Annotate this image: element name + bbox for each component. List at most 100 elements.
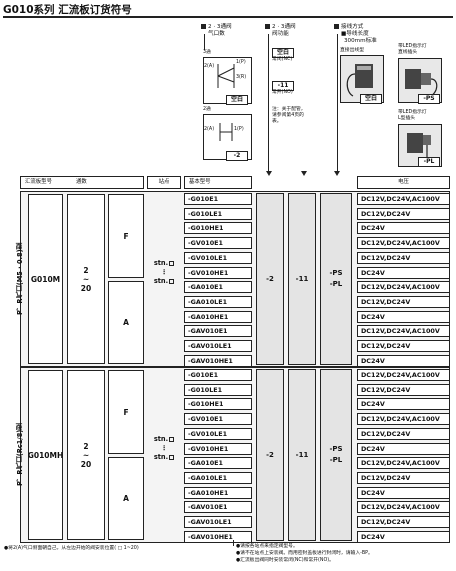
station-count: 2~20 xyxy=(67,370,105,540)
footnote-right-1: ●请按各站点来指定阀型号。 xyxy=(236,544,298,549)
base-model-cell: -GAV010HE1 xyxy=(184,354,252,367)
group-label: A xyxy=(108,281,144,364)
station-position: stn. ⋮ stn. xyxy=(147,259,181,286)
voltage-cell: DC12V,DC24V,AC100V xyxy=(357,501,450,514)
station-position: stn. ⋮ stn. xyxy=(147,435,181,462)
voltage-cell: DC12V,DC24V,AC100V xyxy=(357,369,450,381)
checkbox-square-icon xyxy=(169,436,175,442)
manifold-model: G010M xyxy=(28,194,63,364)
voltage-cell: DC12V,DC24V xyxy=(357,516,450,528)
voltage-cell: DC12V,DC24V xyxy=(357,471,450,484)
base-model-cell: -GAV010E1 xyxy=(184,501,252,514)
option-column-connection: -PS-PL xyxy=(320,369,352,541)
connection-code-ps: -PS xyxy=(418,94,440,104)
base-model-cell: -G010LE1 xyxy=(184,383,252,396)
base-model-cell: -GV010E1 xyxy=(184,237,252,250)
voltage-cell: DC12V,DC24V xyxy=(357,427,450,440)
base-model-cell: -GV010LE1 xyxy=(184,251,252,264)
station-count: 2~20 xyxy=(67,194,105,364)
manifold-model: G010MH xyxy=(28,370,63,540)
footnote-left: ●将2(A)气口侧面朝自己，从左边开始的阀安装位置( □ 1~20) xyxy=(4,546,139,551)
base-model-cell: -G010E1 xyxy=(184,193,252,205)
checkbox-square-icon xyxy=(169,260,175,266)
option-column-connection: -PS-PL xyxy=(320,193,352,365)
function-code-nc: 空白 xyxy=(272,48,294,58)
base-model-cell: -GAV010E1 xyxy=(184,325,252,338)
function-nc-text: 常闭(NC) xyxy=(272,57,293,62)
base-model-cell: -GAV010HE1 xyxy=(184,530,252,543)
connection-code-blank: 空白 xyxy=(360,94,382,104)
base-model-cell: -G010HE1 xyxy=(184,222,252,235)
option-column-11: -11 xyxy=(288,369,316,541)
voltage-cell: DC12V,DC24V xyxy=(357,340,450,352)
voltage-cell: DC24V xyxy=(357,442,450,455)
voltage-cell: DC24V xyxy=(357,310,450,323)
arrow-down-icon xyxy=(301,171,307,176)
option-connection-label: 接线方式 ■导线长度 300mm标准 xyxy=(334,24,377,45)
function-code-no: -11 xyxy=(272,81,294,91)
square-bullet-icon xyxy=(265,24,270,29)
base-model-cell: -GAV010LE1 xyxy=(184,516,252,528)
voltage-cell: DC12V,DC24V,AC100V xyxy=(357,325,450,338)
voltage-cell: DC12V,DC24V xyxy=(357,207,450,220)
base-model-cell: -G010E1 xyxy=(184,369,252,381)
base-model-cell: -GV010LE1 xyxy=(184,427,252,440)
title-rule xyxy=(3,16,453,18)
option-column-2: -2 xyxy=(256,369,284,541)
valve-2way-icon xyxy=(219,123,233,141)
voltage-cell: DC12V,DC24V,AC100V xyxy=(357,281,450,294)
footnote-right-2: ●请不在站点上安装阀。而用密封盖板进行封闭时，请输入-BP。 xyxy=(236,551,373,556)
voltage-cell: DC24V xyxy=(357,530,450,543)
function-no-text: 常开(NO) xyxy=(272,90,293,95)
checkbox-square-icon xyxy=(169,278,175,284)
base-model-cell: -GA010HE1 xyxy=(184,310,252,323)
voltage-cell: DC24V xyxy=(357,354,450,367)
solenoid-valve-icon xyxy=(346,64,373,97)
base-model-cell: -GA010E1 xyxy=(184,457,252,470)
base-model-cell: -G010HE1 xyxy=(184,398,252,411)
option-ports-label: 2 · 3通阀 气口数 xyxy=(201,24,232,38)
connection-code-pl: -PL xyxy=(418,157,440,167)
group-label: A xyxy=(108,457,144,540)
arrow-down-icon xyxy=(266,171,272,176)
base-model-cell: -GV010E1 xyxy=(184,413,252,426)
voltage-cell: DC12V,DC24V,AC100V xyxy=(357,193,450,205)
base-model-cell: -GA010HE1 xyxy=(184,486,252,499)
base-model-cell: -GAV010LE1 xyxy=(184,340,252,352)
base-model-cell: -GA010LE1 xyxy=(184,295,252,308)
footnote-right-3: ●汇流板出阀同时安装常闭(NC)和常开(NO)。 xyxy=(236,558,334,563)
ports-code-blank: 空白 xyxy=(226,95,248,105)
base-model-cell: -GA010LE1 xyxy=(184,471,252,484)
option-column-11: -11 xyxy=(288,193,316,365)
voltage-cell: DC12V,DC24V xyxy=(357,251,450,264)
voltage-cell: DC24V xyxy=(357,486,450,499)
header-station-pos: 站点 xyxy=(147,176,181,189)
ports-code-2: -2 xyxy=(226,151,248,161)
three-way-title: 3通 xyxy=(203,50,211,55)
voltage-cell: DC24V xyxy=(357,266,450,279)
header-model: 汇流板型号通数 xyxy=(20,176,144,189)
voltage-cell: DC12V,DC24V,AC100V xyxy=(357,237,450,250)
page-title: G010系列 汇流板订货符号 xyxy=(3,4,132,16)
led-straight-label: 带LED指示灯直线插头 xyxy=(398,44,427,55)
header-voltage: 电压 xyxy=(357,176,450,189)
base-model-cell: -GV010HE1 xyxy=(184,266,252,279)
voltage-cell: DC24V xyxy=(357,398,450,411)
section-side-label: P，R气口(Rc1/8)型 xyxy=(16,423,24,487)
valve-3way-icon xyxy=(217,64,235,88)
base-model-cell: -GA010E1 xyxy=(184,281,252,294)
square-bullet-icon xyxy=(334,24,339,29)
voltage-cell: DC12V,DC24V xyxy=(357,295,450,308)
function-note: 注：关于配管，请参阅第4页的表。 xyxy=(272,107,306,124)
section-side-label: P，R气口(M5 · 0.8)型 xyxy=(16,242,24,316)
checkbox-square-icon xyxy=(169,454,175,460)
option-column-2: -2 xyxy=(256,193,284,365)
square-bullet-icon xyxy=(201,24,206,29)
direct-wire-label: 直接出线型 xyxy=(340,48,364,53)
voltage-cell: DC12V,DC24V xyxy=(357,383,450,396)
voltage-cell: DC12V,DC24V,AC100V xyxy=(357,413,450,426)
header-base-model: 基本型号 xyxy=(184,176,252,189)
option-function-label: 2 · 3通阀 阀功能 xyxy=(265,24,296,38)
group-label: F xyxy=(108,370,144,454)
